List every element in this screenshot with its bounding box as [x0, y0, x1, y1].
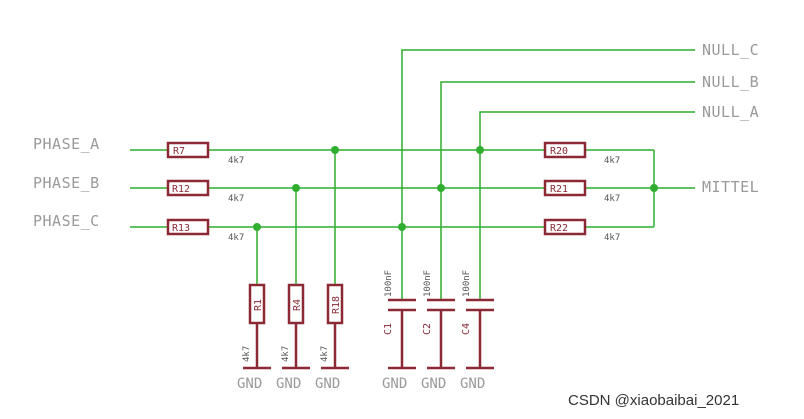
resistor-ref: R18 [331, 296, 342, 314]
capacitor-ref: C2 [422, 323, 433, 335]
net-label-mittel: MITTEL [702, 178, 759, 196]
resistor-r22: R22 4k7 [543, 218, 620, 243]
junction-dot [253, 223, 261, 231]
junction-dot [398, 223, 406, 231]
capacitor-value: 100nF [384, 270, 394, 297]
net-label-phase-b: PHASE_B [33, 174, 100, 192]
watermark: CSDN @xiaobaibai_2021 [568, 392, 739, 409]
gnd-label: GND [276, 376, 301, 392]
resistor-r4: R4 4k7 GND [276, 283, 310, 392]
resistor-ref: R13 [172, 223, 190, 234]
capacitor-value: 100nF [423, 270, 433, 297]
resistor-ref: R4 [292, 299, 303, 311]
resistor-ref: R1 [253, 299, 264, 311]
junction-dot [437, 184, 445, 192]
resistor-value: 4k7 [604, 156, 620, 166]
resistor-r20: R20 4k7 [543, 141, 620, 166]
resistor-ref: R22 [550, 223, 568, 234]
resistor-value: 4k7 [281, 346, 291, 362]
resistor-r18: R18 4k7 GND [315, 283, 349, 392]
resistor-value: 4k7 [228, 156, 244, 166]
net-label-null-b: NULL_B [702, 73, 759, 91]
gnd-label: GND [237, 376, 262, 392]
resistor-value: 4k7 [242, 346, 252, 362]
wire-null-b [440, 81, 695, 300]
gnd-label: GND [421, 376, 446, 392]
net-label-null-a: NULL_A [702, 103, 759, 121]
resistor-ref: R20 [550, 146, 568, 157]
resistor-r13: R13 4k7 [166, 218, 244, 243]
resistor-value: 4k7 [228, 194, 244, 204]
wire-null-c [401, 49, 695, 300]
resistor-value: 4k7 [604, 233, 620, 243]
capacitor-c1: 100nF C1 GND [382, 270, 416, 392]
resistor-r7: R7 4k7 [166, 141, 244, 166]
junction-dot [331, 146, 339, 154]
net-labels: PHASE_A PHASE_B PHASE_C NULL_C NULL_B NU… [33, 41, 759, 230]
junction-dot [476, 146, 484, 154]
resistor-value: 4k7 [320, 346, 330, 362]
gnd-label: GND [315, 376, 340, 392]
net-label-null-c: NULL_C [702, 41, 759, 59]
resistor-value: 4k7 [604, 194, 620, 204]
wires [130, 49, 695, 300]
net-label-phase-c: PHASE_C [33, 212, 100, 230]
resistor-r21: R21 4k7 [543, 179, 620, 204]
capacitor-c4: 100nF C4 GND [460, 270, 494, 392]
junction-dot [650, 184, 658, 192]
resistor-ref: R7 [173, 146, 185, 157]
resistor-r12: R12 4k7 [166, 179, 244, 204]
wire-null-a [479, 111, 695, 300]
net-label-phase-a: PHASE_A [33, 135, 100, 153]
capacitor-c2: 100nF C2 GND [421, 270, 455, 392]
capacitor-ref: C4 [461, 323, 472, 335]
resistor-ref: R21 [550, 184, 568, 195]
gnd-label: GND [382, 376, 407, 392]
junctions [253, 146, 658, 231]
resistor-r1: R1 4k7 GND [237, 283, 271, 392]
gnd-label: GND [460, 376, 485, 392]
junction-dot [292, 184, 300, 192]
capacitor-ref: C1 [383, 323, 394, 335]
resistor-ref: R12 [172, 184, 190, 195]
capacitor-value: 100nF [462, 270, 472, 297]
resistor-value: 4k7 [228, 233, 244, 243]
